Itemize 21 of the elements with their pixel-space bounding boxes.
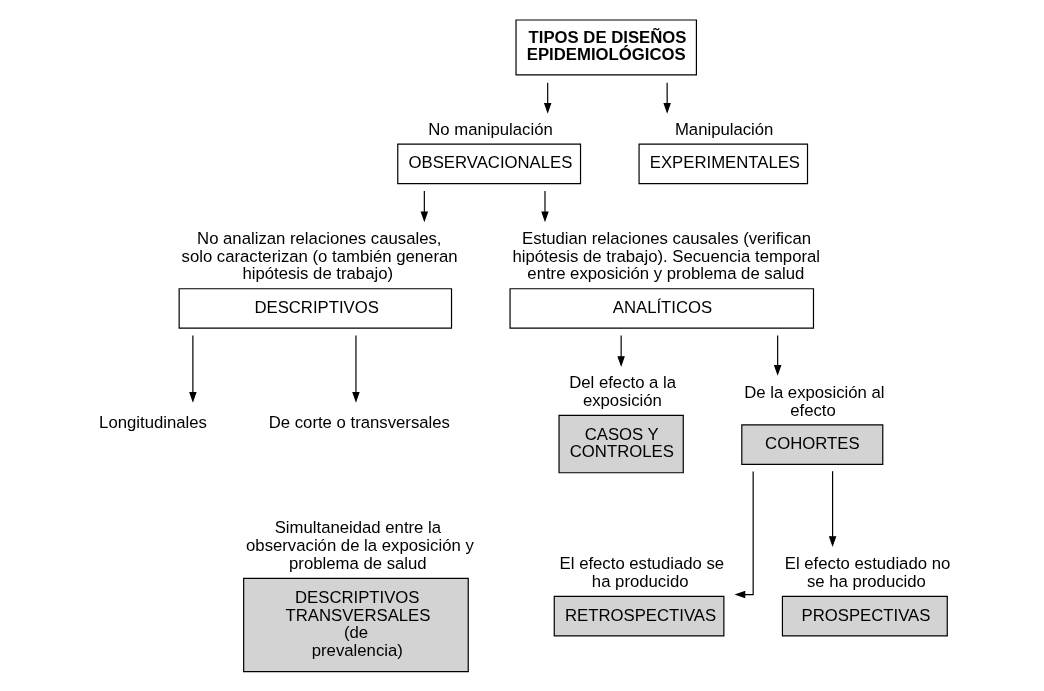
arrow xyxy=(663,82,671,114)
node-label: Manipulación xyxy=(674,119,774,139)
node-label: De la exposición al efecto xyxy=(744,382,885,420)
node-label: Estudian relaciones causales (verifican hipótesis de trabajo). Secuencia temporal entre exposición y problema de salud xyxy=(512,228,821,284)
arrow xyxy=(541,190,549,223)
node-label: Del efecto a la exposición xyxy=(569,373,677,411)
node-label: No manipulación xyxy=(428,119,553,139)
node-text: De corte o transversales xyxy=(268,412,450,432)
arrow xyxy=(420,190,429,223)
arrow xyxy=(617,334,625,367)
node-label: No analizan relaciones causales, solo caracterizan (o también generan hipótesis de trabajo) xyxy=(181,228,458,284)
node-text: Longitudinales xyxy=(99,412,207,432)
node-label: Simultaneidad entre la observación de la exposición y problema de salud xyxy=(246,518,474,574)
arrow xyxy=(352,334,360,403)
arrow xyxy=(734,470,754,599)
node-label: El efecto estudiado se ha producido xyxy=(559,554,725,592)
arrow xyxy=(773,334,782,376)
arrow xyxy=(828,470,837,547)
node-label: El efecto estudiado no se ha producido xyxy=(784,554,951,592)
arrow xyxy=(543,82,552,114)
arrow xyxy=(189,334,197,403)
